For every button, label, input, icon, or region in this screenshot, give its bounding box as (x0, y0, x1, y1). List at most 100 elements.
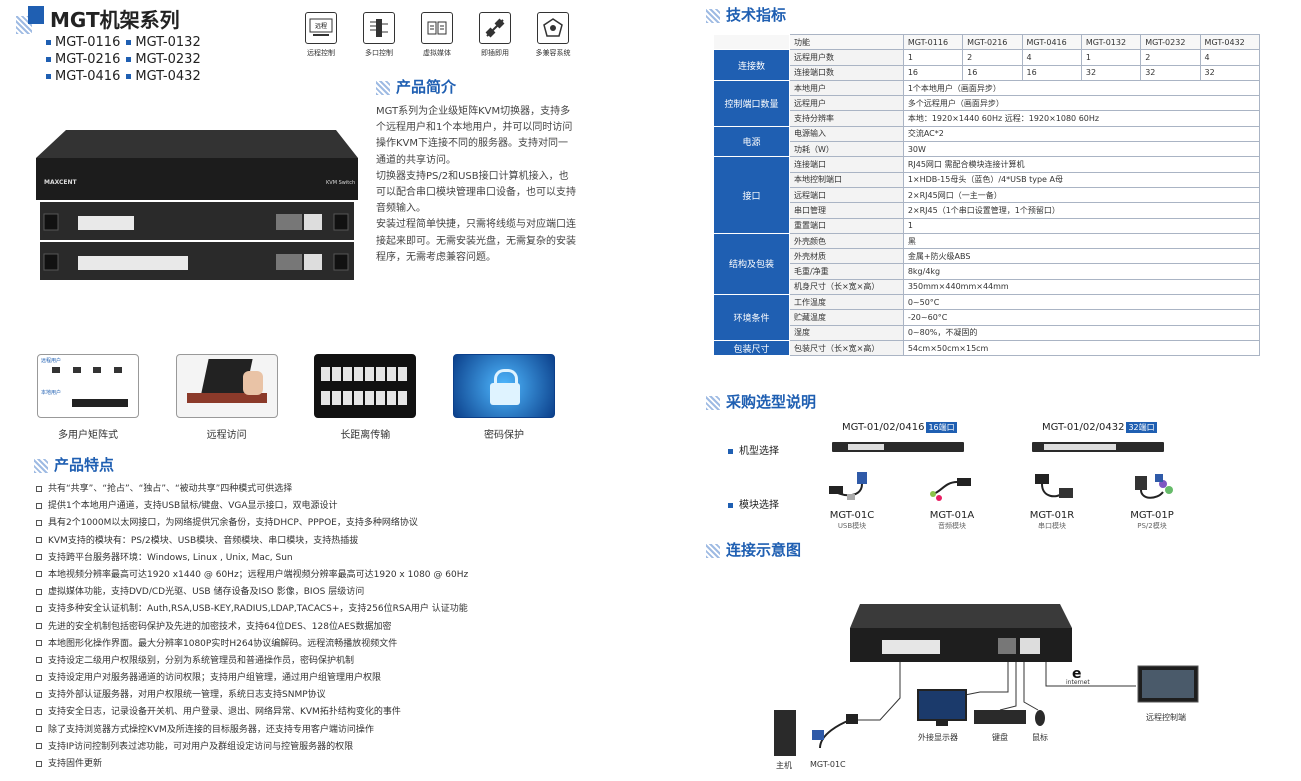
heading-marker (34, 458, 48, 473)
spec-value-cell: 4 (1021, 49, 1082, 66)
keyboard-label: 键盘 (992, 733, 1008, 742)
module-name: MGT-01P (1130, 510, 1174, 521)
spec-header-cell: MGT-0432 (1199, 33, 1261, 51)
spec-value-cell: -20~60°C (902, 309, 1261, 326)
spec-row: 机身尺寸（长×宽×高）350mm×440mm×44mm (714, 278, 1261, 296)
monitor-label: 外接显示器 (918, 733, 958, 742)
spec-header-cell: 功能 (788, 33, 904, 51)
spec-value-cell: 2×RJ45（1个串口设置管理，1个预留口） (902, 202, 1261, 219)
usb-module-icon (829, 472, 867, 500)
spec-value-cell: 2×RJ45网口（一主一备） (902, 186, 1261, 204)
spec-item-cell: 功耗（W） (788, 141, 904, 158)
model-item: MGT-0132 (126, 34, 200, 51)
intro-paragraph: MGT系列为企业级矩阵KVM切换器，支持多个远程用户和1个本地用户，并可以同时访… (376, 106, 573, 166)
feature-icon-plug-play: 即插即用 (466, 12, 524, 58)
spec-category-cell: 包装尺寸 (713, 339, 790, 357)
remote-control-icon: 远程 (305, 12, 337, 44)
module-diagram-label: MGT-01C (810, 760, 846, 769)
ps2-module-icon (1135, 474, 1173, 499)
features-heading: 产品特点 (34, 454, 114, 475)
plug-play-icon (479, 12, 511, 44)
spec-value-cell: 32 (1199, 64, 1261, 81)
spec-item-cell: 连接端口 (788, 156, 904, 173)
spec-item-cell: 远程用户 (788, 95, 904, 112)
spec-value-cell: 8kg/4kg (902, 263, 1261, 280)
spec-value-cell: 0~50°C (902, 294, 1261, 311)
chassis-16-image (832, 442, 964, 452)
host-label: 主机 (776, 761, 792, 770)
model-item: MGT-0432 (126, 68, 200, 85)
module-desc: 串口模块 (1038, 522, 1066, 530)
feature-icon-multiport: 多口控制 (350, 12, 408, 58)
heading-marker (706, 8, 720, 23)
feature-icon-label: 即插即用 (481, 49, 509, 57)
model-item: MGT-0232 (126, 51, 200, 68)
thumb-sub-label: 远程用户 (41, 358, 62, 364)
module-item: MGT-01R 串口模块 (1012, 470, 1092, 531)
spec-row: 支持分辨率本地：1920×1440 60Hz 远程：1920×1080 60Hz (714, 110, 1261, 127)
feature-item: 具有2个1000M以太网接口，为网络提供冗余备份，支持DHCP、PPPOE，支持… (36, 515, 676, 532)
page-title: MGT机架系列 (50, 8, 180, 32)
spec-value-cell: 多个远程用户（画面异步） (902, 95, 1261, 112)
feature-icon-multi-os: 多兼容系统 (524, 12, 582, 58)
purchase-heading: 采购选型说明 (706, 391, 816, 412)
feature-thumbnails: 远程用户 本地用户 多用户矩阵式 远程访问 长距离传输 密码保护 (36, 354, 556, 441)
spec-row: 电源电源输入交流AC*2 (713, 125, 1261, 158)
feature-item: 支持设定二级用户权限级别，分别为系统管理员和普通操作员，密码保护机制 (36, 653, 676, 670)
spec-item-cell: 重置端口 (788, 217, 904, 234)
feature-list: 共有“共享”、“抢占”、“独占”、“被动共享”四种模式可供选择提供1个本地用户通… (36, 481, 676, 773)
spec-item-cell: 远程用户数 (788, 49, 904, 66)
spec-category-cell: 接口 (713, 156, 790, 234)
spec-item-cell: 本地控制端口 (788, 171, 904, 188)
purchase-heading-text: 采购选型说明 (726, 393, 817, 411)
feature-item: 支持跨平台服务器环境：Windows, Linux , Unix, Mac, S… (36, 550, 676, 567)
port-tag: 16端口 (926, 422, 957, 433)
heading-marker (706, 395, 720, 410)
spec-value-cell: 金属+防火级ABS (902, 248, 1261, 265)
thumb-label: 密码保护 (483, 430, 524, 441)
spec-value-cell: RJ45网口 需配合模块连接计算机 (902, 156, 1261, 173)
serial-module-icon (1035, 474, 1073, 498)
spec-item-cell: 串口管理 (788, 202, 904, 219)
svg-text:远程: 远程 (315, 22, 327, 30)
spec-value-cell: 4 (1199, 49, 1261, 66)
feature-item: 支持安全日志，记录设备开关机、用户登录、退出、网络异常、KVM拓扑结构变化的事件 (36, 704, 676, 721)
intro-heading-text: 产品简介 (396, 78, 457, 96)
intro-heading: 产品简介 (376, 76, 456, 97)
mouse-label: 鼠标 (1032, 733, 1048, 742)
kvm-switch-top (850, 604, 1072, 628)
connection-heading-text: 连接示意图 (726, 541, 802, 559)
thumb-sub-label: 本地用户 (41, 390, 62, 396)
feature-item: 支持IP访问控制列表过滤功能，可对用户及群组设定访问与控管服务器的权限 (36, 739, 676, 756)
model-item: MGT-0116 (46, 34, 120, 51)
spec-value-cell: 32 (1140, 64, 1201, 81)
spec-value-cell: 1 (1080, 49, 1142, 66)
module-name: MGT-01C (829, 510, 875, 521)
spec-item-cell: 远程端口 (788, 186, 904, 204)
spec-value-cell: 16 (962, 64, 1023, 81)
spec-value-cell: 本地：1920×1440 60Hz 远程：1920×1080 60Hz (902, 110, 1261, 127)
spec-value-cell: 2 (1140, 49, 1201, 66)
thumb-label: 远程访问 (206, 430, 247, 441)
port-tag: 32端口 (1126, 422, 1157, 433)
svg-text:KVM Switch: KVM Switch (326, 180, 355, 186)
feature-item: 虚拟媒体功能，支持DVD/CD光驱、USB 储存设备及ISO 影像，BIOS 层… (36, 584, 676, 601)
feature-item: 先进的安全机制包括密码保护及先进的加密技术，支持64位DES、128位AES数据… (36, 619, 676, 636)
spec-category-cell: 结构及包装 (713, 232, 790, 296)
long-distance-image (314, 354, 417, 418)
connection-heading: 连接示意图 (706, 539, 801, 560)
spec-row: 贮藏温度-20~60°C (714, 309, 1261, 326)
module-name: MGT-01R (1029, 510, 1075, 521)
spec-value-cell: 0~80%，不凝固的 (902, 324, 1261, 341)
spec-item-cell: 支持分辨率 (788, 110, 904, 127)
feature-icon-label: 虚拟媒体 (423, 49, 451, 57)
spec-header-cell: MGT-0232 (1140, 33, 1201, 51)
module-item: MGT-01C USB模块 (812, 470, 892, 531)
module-desc: 音频模块 (938, 522, 966, 530)
multi-os-icon (537, 12, 569, 44)
feature-icon-row: 远程 远程控制 多口控制 虚拟媒体 即插即用 多兼容系统 (292, 12, 582, 58)
